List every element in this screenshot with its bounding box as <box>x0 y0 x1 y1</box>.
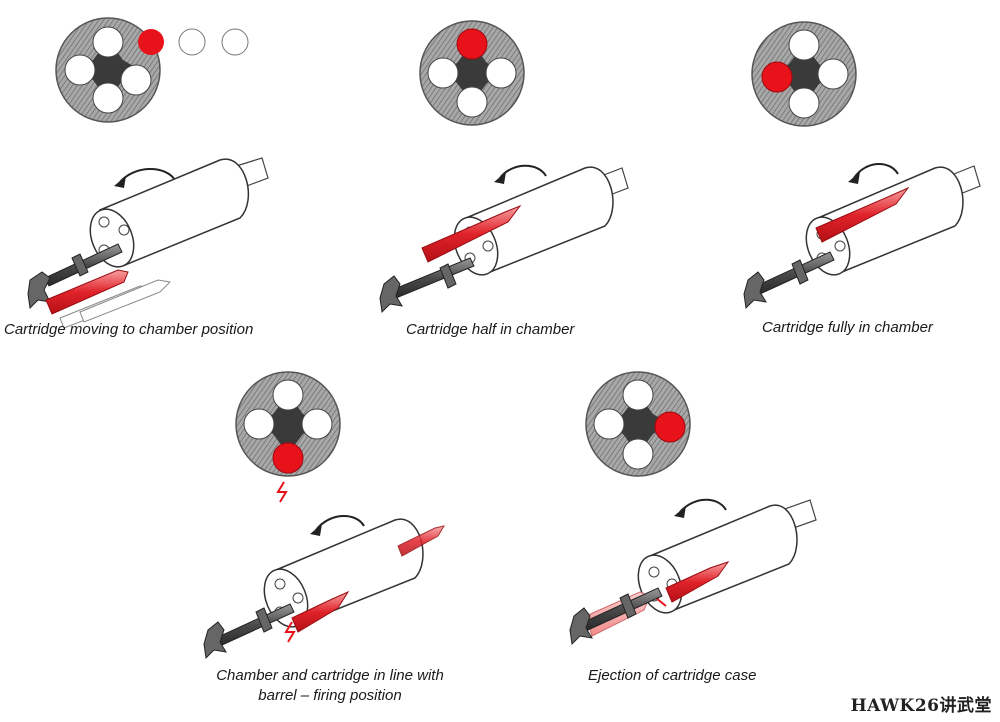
active-chamber-marker <box>138 29 164 55</box>
active-chamber-marker <box>272 442 304 474</box>
barrel-assembly <box>637 499 817 614</box>
ejector-rod <box>743 251 835 310</box>
caption-line-2: barrel – firing position <box>258 687 402 704</box>
ejector-rod <box>379 257 475 314</box>
cylinder-disc <box>419 20 525 126</box>
cylinder-disc <box>55 17 161 123</box>
rotation-arrow <box>315 514 365 531</box>
panel-3-illustration <box>743 21 981 310</box>
chambered-cartridge <box>665 561 730 603</box>
cylinder-disc <box>751 21 857 127</box>
active-chamber-marker <box>654 411 686 443</box>
active-chamber-marker <box>761 61 793 93</box>
spare-cartridge <box>79 279 172 323</box>
panel-caption: Cartridge fully in chamber <box>762 319 933 336</box>
panel-caption: Cartridge half in chamber <box>406 321 575 338</box>
panel-fully-in-chamber: Cartridge fully in chamber <box>730 0 1000 345</box>
ejection-direction-arrow <box>655 597 667 607</box>
cylinder-disc <box>585 371 691 477</box>
panel-caption: Cartridge moving to chamber position <box>4 321 254 338</box>
watermark: HAWK26讲武堂 <box>850 696 992 716</box>
exiting-bullet <box>397 525 446 557</box>
cylinder-disc <box>235 371 341 477</box>
panel-half-in-chamber: Cartridge half in chamber <box>370 0 660 345</box>
rotation-arrow <box>679 498 727 513</box>
cartridge <box>45 269 129 315</box>
caption-line-1: Chamber and cartridge in line with <box>216 667 444 684</box>
ejector-rod <box>203 603 295 660</box>
ejector-rod <box>569 587 663 646</box>
panel-moving-to-chamber: Cartridge moving to chamber position <box>0 0 320 345</box>
cartridge <box>815 186 910 243</box>
rotation-arrow <box>119 168 176 183</box>
rotation-arrow <box>499 164 547 179</box>
panel-1-illustration <box>27 17 269 329</box>
empty-position-marker <box>221 28 249 56</box>
panel-2-illustration <box>379 20 629 314</box>
panel-caption: Chamber and cartridge in line with barre… <box>180 666 480 706</box>
cartridge <box>421 204 522 263</box>
empty-position-marker <box>178 28 206 56</box>
panel-5-illustration <box>569 371 817 646</box>
panel-ejection: Ejection of cartridge case <box>560 360 840 710</box>
panel-firing-position: Chamber and cartridge in line with barre… <box>180 360 480 710</box>
active-chamber-marker <box>456 28 488 60</box>
firing-spark-icon <box>284 621 296 643</box>
cartridge <box>291 590 350 633</box>
firing-spark-icon <box>276 481 288 503</box>
panel-caption: Ejection of cartridge case <box>588 667 757 684</box>
barrel-assembly <box>89 157 269 268</box>
rotation-arrow <box>853 163 899 179</box>
panel-4-illustration <box>203 371 446 660</box>
